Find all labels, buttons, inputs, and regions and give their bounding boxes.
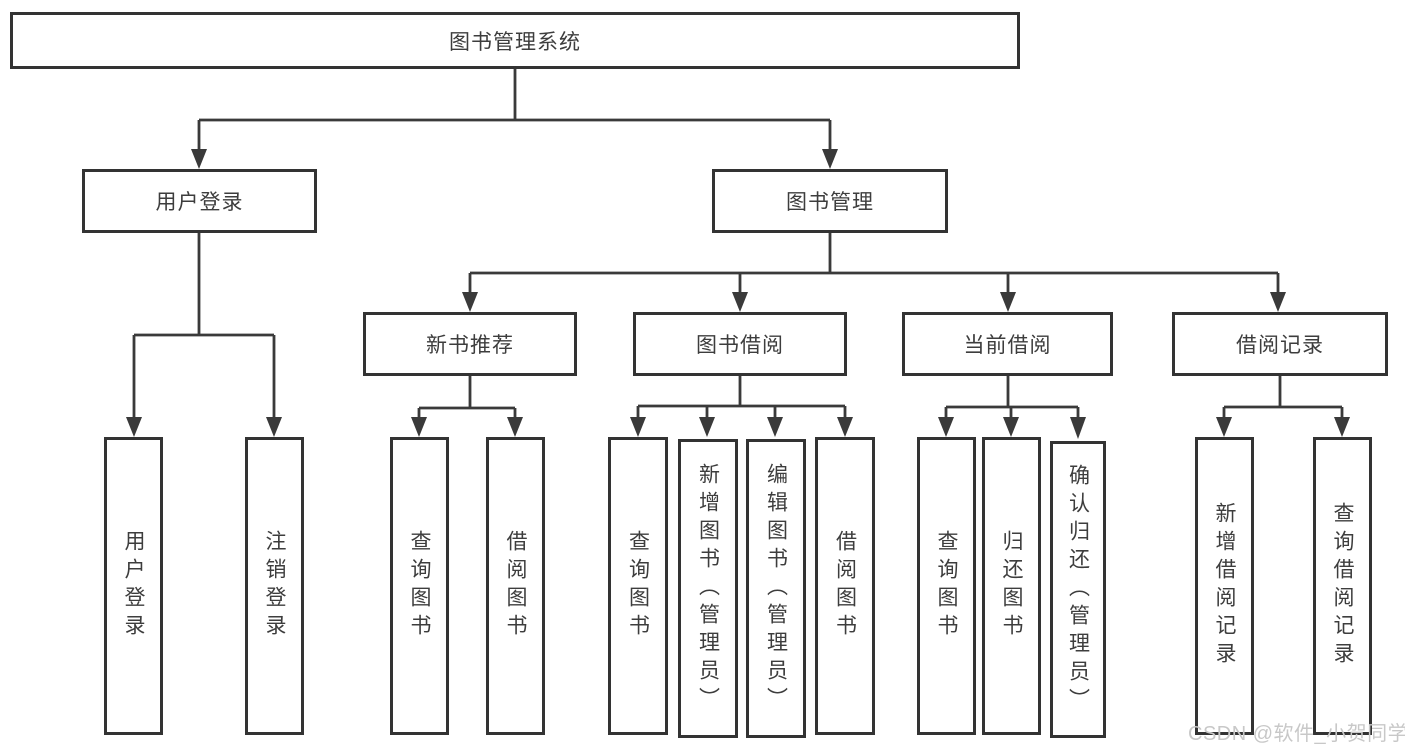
connector-user-login-group	[132, 233, 276, 425]
node-new-book-recommend: 新书推荐	[363, 312, 577, 376]
node-borrowing-records: 借阅记录	[1172, 312, 1388, 376]
leaf-query-borrow-record: 查询借阅记录	[1313, 437, 1372, 735]
connector-root-to-level2	[197, 69, 832, 158]
leaf-query-books-current: 查询图书	[917, 437, 976, 735]
connector-current-group	[944, 376, 1080, 425]
leaf-logout: 注销登录	[245, 437, 304, 735]
leaf-confirm-return-admin: 确认归还（管理员）	[1050, 441, 1106, 738]
node-book-management: 图书管理	[712, 169, 948, 233]
leaf-add-book-admin: 新增图书（管理员）	[678, 439, 738, 738]
leaf-query-books-borrowing: 查询图书	[608, 437, 668, 735]
connector-book-mgmt-to-level3	[468, 233, 1280, 300]
arrowheads-level2	[191, 149, 838, 169]
leaf-user-login: 用户登录	[104, 437, 163, 735]
arrowheads-level3	[462, 292, 1286, 312]
arrowheads-new-book-group	[411, 417, 523, 437]
leaf-return-books: 归还图书	[982, 437, 1041, 735]
arrowheads-records-group	[1216, 417, 1350, 437]
leaf-edit-book-admin: 编辑图书（管理员）	[746, 439, 806, 738]
node-user-login: 用户登录	[82, 169, 317, 233]
connector-new-book-group	[417, 376, 517, 425]
arrowheads-borrowing-group	[630, 417, 853, 437]
node-current-borrowing: 当前借阅	[902, 312, 1113, 376]
leaf-query-books-recommend: 查询图书	[390, 437, 449, 735]
arrowheads-current-group	[938, 417, 1086, 439]
watermark: CSDN @软件_小贺同学	[1188, 723, 1405, 745]
leaf-add-borrow-record: 新增借阅记录	[1195, 437, 1254, 735]
leaf-borrow-books-recommend: 借阅图书	[486, 437, 545, 735]
leaf-borrow-books-borrowing: 借阅图书	[815, 437, 875, 735]
arrowheads-user-login-group	[126, 417, 282, 437]
connector-records-group	[1222, 376, 1344, 425]
node-book-borrowing: 图书借阅	[633, 312, 847, 376]
node-root: 图书管理系统	[10, 12, 1020, 69]
connector-borrowing-group	[636, 376, 847, 425]
